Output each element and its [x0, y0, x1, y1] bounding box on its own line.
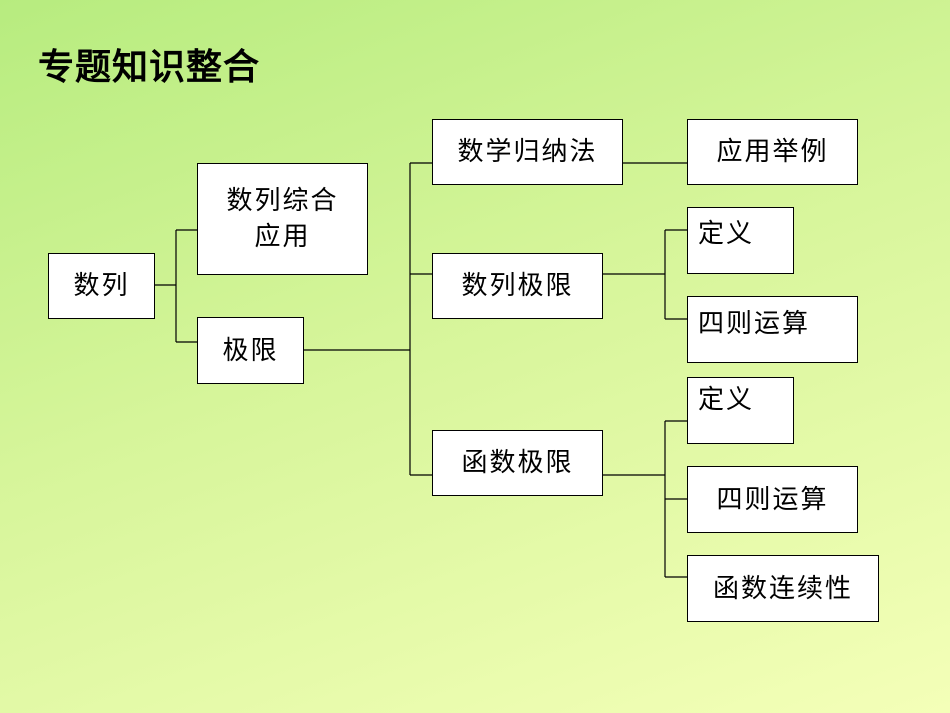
node-function-continuity: 函数连续性 [687, 555, 879, 622]
node-function-limit-definition: 定义 [687, 377, 794, 444]
node-sequence-limit-definition: 定义 [687, 207, 794, 274]
node-sequence-label: 数列 [73, 271, 130, 301]
node-application-examples: 应用举例 [687, 119, 858, 185]
node-function-limit: 函数极限 [432, 430, 603, 496]
node-limit: 极限 [197, 317, 304, 384]
node-sequence-limit-four-operations: 四则运算 [687, 296, 858, 363]
page-title: 专题知识整合 [38, 47, 261, 88]
node-comprehensive-line2: 应用 [254, 222, 311, 252]
node-seq-definition-label: 定义 [698, 219, 755, 249]
node-sequence: 数列 [48, 253, 155, 319]
node-sequence-comprehensive-application: 数列综合 应用 [197, 163, 368, 275]
node-function-limit-label: 函数极限 [461, 448, 574, 478]
node-mathematical-induction: 数学归纳法 [432, 119, 623, 185]
node-application-examples-label: 应用举例 [716, 137, 829, 167]
node-seq-four-operations-label: 四则运算 [698, 309, 811, 339]
node-function-limit-four-operations: 四则运算 [687, 466, 858, 533]
node-induction-label: 数学归纳法 [457, 137, 598, 167]
node-function-continuity-label: 函数连续性 [712, 573, 853, 604]
node-func-four-operations-label: 四则运算 [716, 484, 829, 515]
node-sequence-limit-label: 数列极限 [461, 271, 574, 301]
node-func-definition-label: 定义 [698, 385, 755, 415]
node-sequence-limit: 数列极限 [432, 253, 603, 319]
node-limit-label: 极限 [222, 335, 279, 366]
node-comprehensive-line1: 数列综合 [226, 186, 339, 216]
